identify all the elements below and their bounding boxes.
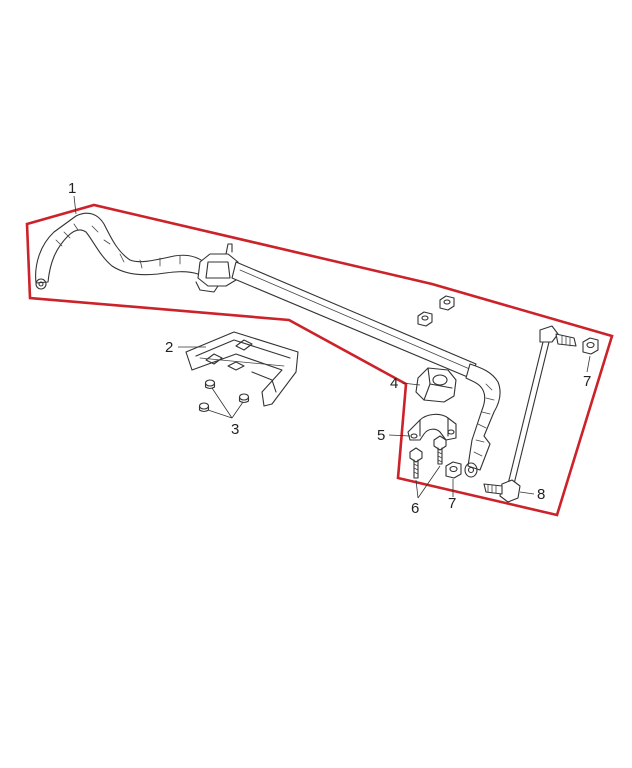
stabilizer-link[interactable] [483, 325, 577, 503]
stabilizer-bar[interactable] [35, 212, 501, 478]
callout-1: 1 [68, 180, 76, 197]
nut-7a[interactable] [582, 337, 599, 355]
bar-bushing[interactable] [415, 367, 457, 403]
assembly-group-outline [25, 203, 614, 517]
leader-lines [73, 195, 591, 499]
callout-labels: 1 2 3 4 5 6 7 7 8 [68, 180, 591, 517]
nut-3c[interactable] [198, 402, 210, 413]
callout-7a: 7 [583, 373, 591, 390]
mounting-nuts-upper[interactable] [417, 295, 455, 327]
small-nuts[interactable] [198, 379, 250, 413]
leader-6 [415, 465, 441, 499]
bolt-6b[interactable] [433, 435, 447, 465]
callout-5: 5 [377, 427, 385, 444]
leader-5 [388, 434, 411, 437]
nut-upper-2[interactable] [417, 311, 433, 327]
leader-7a [586, 355, 591, 373]
nut-3b[interactable] [238, 393, 250, 404]
leader-4 [401, 382, 421, 386]
callout-7b: 7 [448, 495, 456, 512]
callout-2: 2 [165, 339, 173, 356]
leader-8 [519, 491, 535, 495]
bolt-6a[interactable] [409, 447, 423, 479]
retainer-bolts[interactable] [409, 435, 447, 479]
link-nuts[interactable] [445, 337, 599, 479]
callout-8: 8 [537, 486, 545, 503]
callout-4: 4 [390, 375, 398, 392]
nut-7b[interactable] [445, 461, 462, 479]
leader-3 [207, 387, 244, 419]
leader-1 [73, 195, 77, 215]
bracket-shield[interactable] [185, 331, 299, 407]
nut-3a[interactable] [204, 379, 216, 390]
nut-upper-1[interactable] [439, 295, 455, 311]
callout-6: 6 [411, 500, 419, 517]
callout-3: 3 [231, 421, 239, 438]
bushing-retainer[interactable] [407, 413, 457, 441]
